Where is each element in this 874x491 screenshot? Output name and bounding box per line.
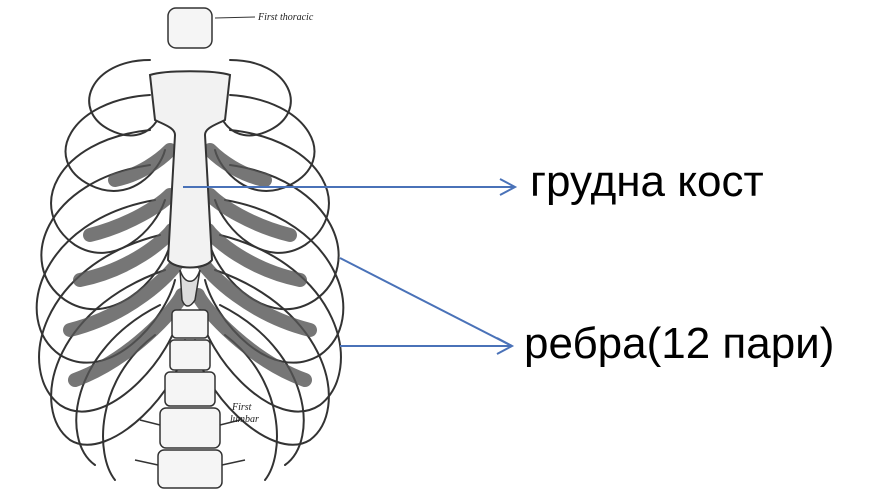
ribs-label: ребра(12 пари) [524,322,834,366]
first-lumbar-label-line1: First [231,402,252,413]
first-lumbar-label-line2: lumbar [230,414,259,425]
sternum-label: грудна кост [530,160,764,204]
first-thoracic-label: First thoracic [257,12,314,23]
